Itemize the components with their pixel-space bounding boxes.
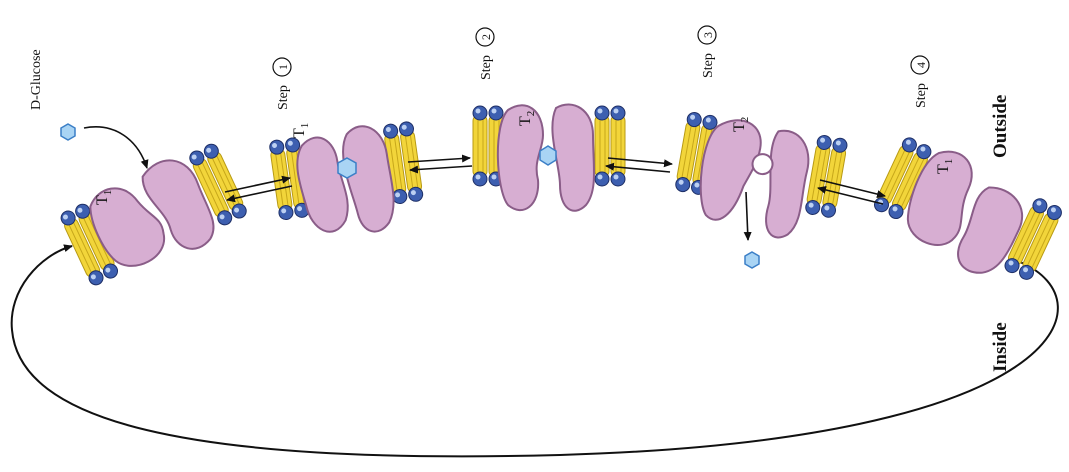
step-4-label: Step 4 xyxy=(911,56,929,108)
step-3-label: Step 3 xyxy=(698,26,716,78)
cycle-return-ellipse xyxy=(12,246,1058,456)
transporter-2-label: T1 xyxy=(291,123,311,138)
outside-label: Outside xyxy=(990,95,1011,158)
svg-text:1: 1 xyxy=(276,64,290,70)
glucose-molecule-bound-2 xyxy=(540,146,556,165)
svg-text:Step: Step xyxy=(701,53,716,78)
inside-label: Inside xyxy=(990,322,1011,372)
glucose-release-arrow xyxy=(746,192,748,240)
glucose-molecule-bound-1 xyxy=(338,158,356,178)
svg-text:Step: Step xyxy=(479,55,494,80)
protein-right-lobe xyxy=(552,104,594,210)
svg-text:3: 3 xyxy=(701,32,715,38)
protein-right-lobe xyxy=(757,129,814,241)
glucose-entry-arrow xyxy=(84,127,147,168)
glucose-molecule-outside xyxy=(61,124,75,140)
svg-text:2: 2 xyxy=(479,34,493,40)
step-2-label: Step 2 xyxy=(476,28,494,80)
svg-text:Step: Step xyxy=(276,85,291,110)
glucose-molecule-inside xyxy=(745,252,759,268)
svg-text:Step: Step xyxy=(914,83,929,108)
transporter-4 xyxy=(670,111,848,246)
step-1-label: Step 1 xyxy=(273,58,291,110)
transporter-1 xyxy=(57,137,253,295)
glucose-label: D-Glucose xyxy=(29,49,44,110)
svg-text:4: 4 xyxy=(914,62,928,68)
